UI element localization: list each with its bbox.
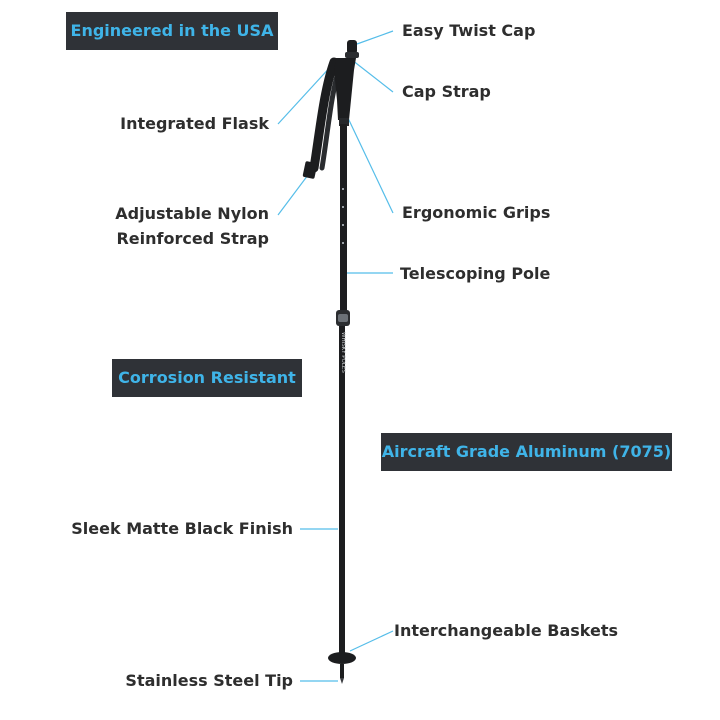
basket [328,640,356,664]
label-integrated-flask: Integrated Flask [120,114,269,133]
upper-shaft [340,124,347,314]
badge-engineered-usa: Engineered in the USA [66,12,278,50]
leader-cap-strap [351,59,394,93]
badge-aircraft-aluminum: Aircraft Grade Aluminum (7075) [381,433,672,471]
leader-twist-cap [356,30,394,45]
label-telescoping-pole: Telescoping Pole [400,264,551,283]
label-nylon-strap-line1: Adjustable Nylon [115,204,269,223]
leader-grips [347,117,394,214]
label-interchangeable-baskets: Interchangeable Baskets [394,621,619,640]
leader-nylon-strap [277,174,309,216]
twist-cap [345,40,359,58]
label-nylon-strap-line2: Reinforced Strap [116,229,269,248]
label-ergonomic-grips: Ergonomic Grips [402,203,551,222]
wrist-strap [302,57,343,179]
steel-tip [340,664,344,684]
badge-corrosion-resistant: Corrosion Resistant [112,359,302,397]
pole-brand-text: WHISKY POLES [340,332,346,373]
label-cap-strap: Cap Strap [402,82,491,101]
leader-lines [277,30,394,682]
grip-handle [334,58,356,126]
adjustment-clamp [336,310,350,326]
lower-shaft: WHISKY POLES [339,326,346,646]
leader-baskets [349,630,394,652]
label-matte-black-finish: Sleek Matte Black Finish [71,519,293,538]
leader-flask [277,63,334,125]
label-stainless-steel-tip: Stainless Steel Tip [125,671,293,690]
label-twist-cap: Easy Twist Cap [402,21,536,40]
